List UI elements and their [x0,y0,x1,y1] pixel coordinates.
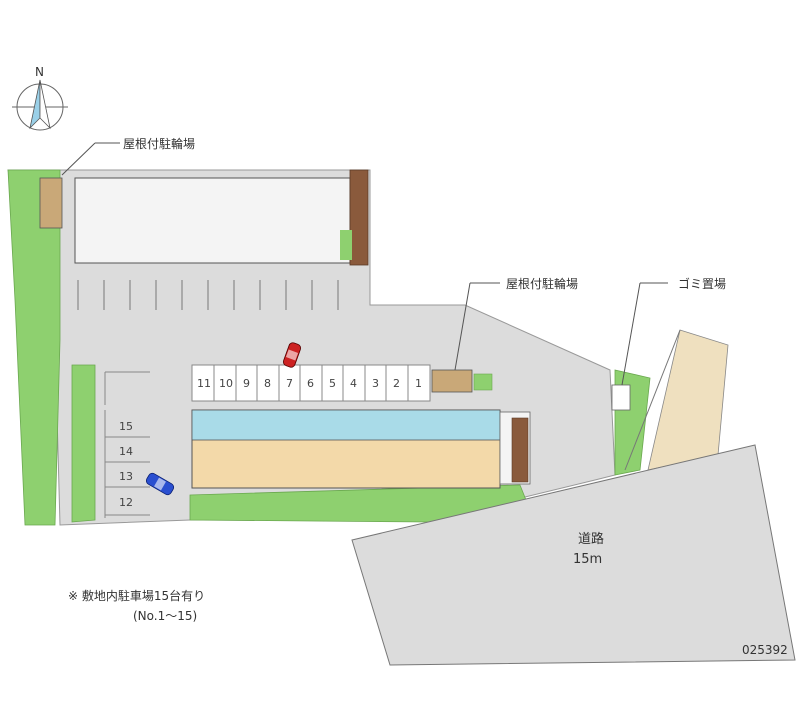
parking-stall-10: 10 [219,377,233,390]
parking-stall-13: 13 [119,470,133,483]
parking-note-line1: ※ 敷地内駐車場15台有り [68,588,205,603]
parking-stall-8: 8 [264,377,271,390]
adjacent-land [647,329,729,471]
parking-stall-2: 2 [393,377,400,390]
adjacent-land-edge [624,329,681,471]
upper-parking-lines [77,280,339,310]
road [351,444,796,666]
parking-stall-1: 1 [415,377,422,390]
road-width-label: 15m [573,552,602,567]
parking-column-left: 15 14 13 12 [104,371,183,518]
parking-stall-4: 4 [350,377,357,390]
property-code: 025392 [742,643,788,657]
parking-stall-12: 12 [119,496,133,509]
bicycle-shed-mid [431,369,493,393]
car-red-icon [282,342,302,368]
parking-stall-15: 15 [119,420,133,433]
compass-north-label: N [35,65,44,79]
bicycle-shed-mid-label: 屋根付駐輪場 [506,276,578,291]
parking-stall-6: 6 [307,377,314,390]
building-south [191,409,531,489]
parking-stall-11: 11 [197,377,211,390]
parking-row-top: 11 10 9 8 7 6 5 4 3 2 1 [191,364,431,402]
bicycle-shed-top-label: 屋根付駐輪場 [123,136,195,151]
parking-stall-14: 14 [119,445,133,458]
parking-stall-7: 7 [286,377,293,390]
grass-left [7,169,61,526]
grass-bottom-left [71,364,96,523]
parking-stall-9: 9 [243,377,250,390]
road-name-label: 道路 [578,531,604,547]
compass-icon: N [12,65,68,131]
parking-stall-5: 5 [329,377,336,390]
bicycle-shed-top [39,177,63,229]
car-blue-icon [145,472,175,496]
building-north [74,169,369,266]
parking-stall-3: 3 [372,377,379,390]
garbage-label: ゴミ置場 [678,276,726,291]
garbage-area [611,384,631,411]
parking-note-line2: (No.1〜15) [133,609,197,623]
